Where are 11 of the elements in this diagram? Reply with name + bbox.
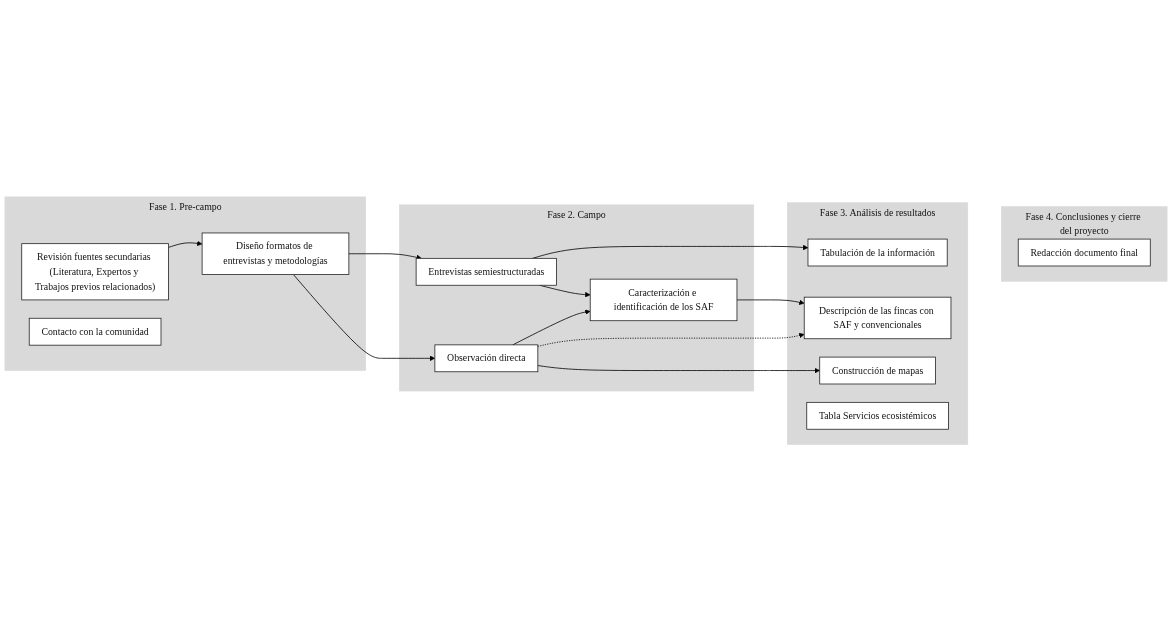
node-box: Revisión fuentes secundarias (Literatura, Expertos y Trabajos previos relacionados) (21, 243, 169, 301)
node-box: Observación directa (434, 344, 539, 373)
node-box: Tabla Servicios ecosistémicos (806, 402, 949, 430)
node-box: Diseño formatos de entrevistas y metodologías (201, 232, 350, 276)
node-box: Contacto con la comunidad (28, 318, 162, 346)
node-box: Construcción de mapas (819, 356, 936, 385)
node-box: Descripción de las fincas con SAF y convencionales (803, 297, 952, 340)
node-box: Tabulación de la información (807, 238, 948, 267)
node-box: Redacción documento final (1017, 238, 1151, 267)
node-box: Entrevistas semiestructuradas (415, 258, 557, 286)
node-box: Caracterización e identificación de los SAF (589, 279, 738, 322)
